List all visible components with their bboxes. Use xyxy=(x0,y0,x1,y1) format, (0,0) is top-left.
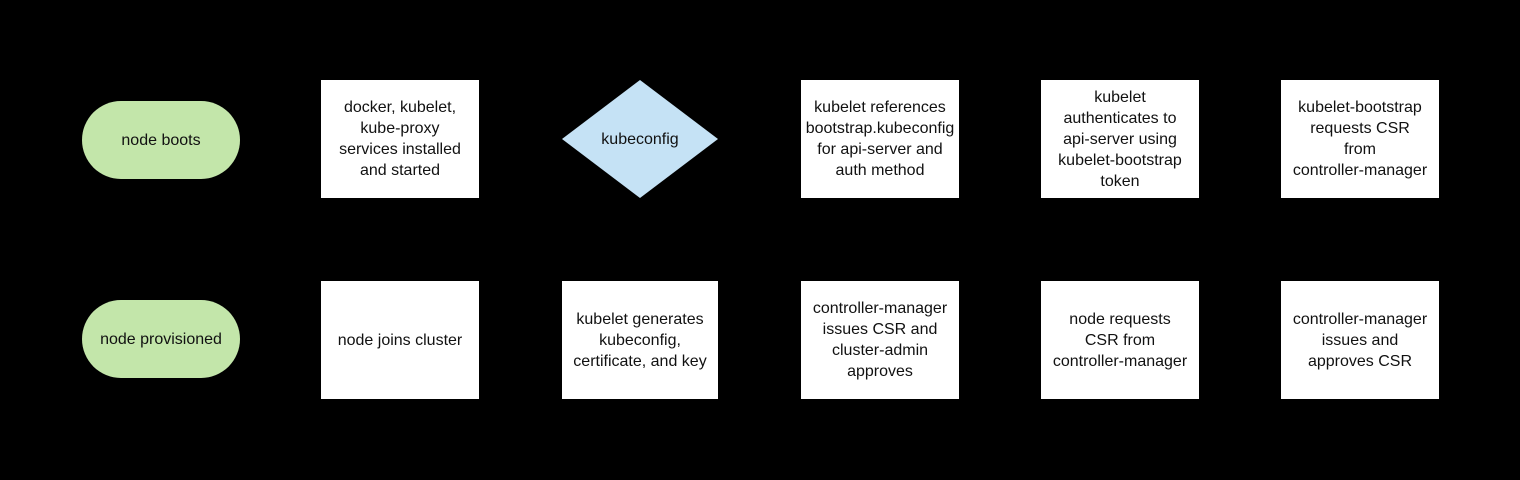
terminal-node-provisioned-label: node provisioned xyxy=(100,330,222,348)
process-node-joins-cluster: node joins cluster xyxy=(321,281,479,399)
process-services-installed-label: docker, kubelet, kube-proxy services ins… xyxy=(339,99,461,179)
process-kubelet-references-label: kubelet references bootstrap.kubeconfig … xyxy=(805,99,955,179)
process-kubelet-authenticates: kubelet authenticates to api-server usin… xyxy=(1041,80,1199,198)
process-bootstrap-requests-csr-label: kubelet-bootstrap requests CSR from cont… xyxy=(1292,99,1428,179)
process-cm-issues-approves-csr: controller-manager issues and approves C… xyxy=(1281,281,1439,399)
process-kubelet-generates: kubelet generates kubeconfig, certificat… xyxy=(562,281,718,399)
decision-kubeconfig-label: kubeconfig xyxy=(601,130,679,148)
terminal-node-boots-label: node boots xyxy=(121,131,201,149)
decision-kubeconfig: kubeconfig xyxy=(562,80,718,198)
process-cm-issues-admin-approves: controller-manager issues CSR and cluste… xyxy=(801,281,959,399)
process-kubelet-references: kubelet references bootstrap.kubeconfig … xyxy=(801,80,959,198)
process-kubelet-authenticates-label: kubelet authenticates to api-server usin… xyxy=(1058,88,1182,190)
process-node-requests-csr-label: node requests CSR from controller-manage… xyxy=(1052,310,1188,370)
process-cm-issues-approves-csr-label: controller-manager issues and approves C… xyxy=(1292,310,1428,370)
process-node-requests-csr: node requests CSR from controller-manage… xyxy=(1041,281,1199,399)
terminal-node-provisioned: node provisioned xyxy=(82,300,240,378)
process-kubelet-generates-label: kubelet generates kubeconfig, certificat… xyxy=(573,310,707,370)
terminal-node-boots: node boots xyxy=(82,101,240,179)
process-cm-issues-admin-approves-label: controller-manager issues CSR and cluste… xyxy=(812,300,948,380)
process-bootstrap-requests-csr: kubelet-bootstrap requests CSR from cont… xyxy=(1281,80,1439,198)
process-node-joins-cluster-label: node joins cluster xyxy=(337,331,463,349)
process-services-installed: docker, kubelet, kube-proxy services ins… xyxy=(321,80,479,198)
